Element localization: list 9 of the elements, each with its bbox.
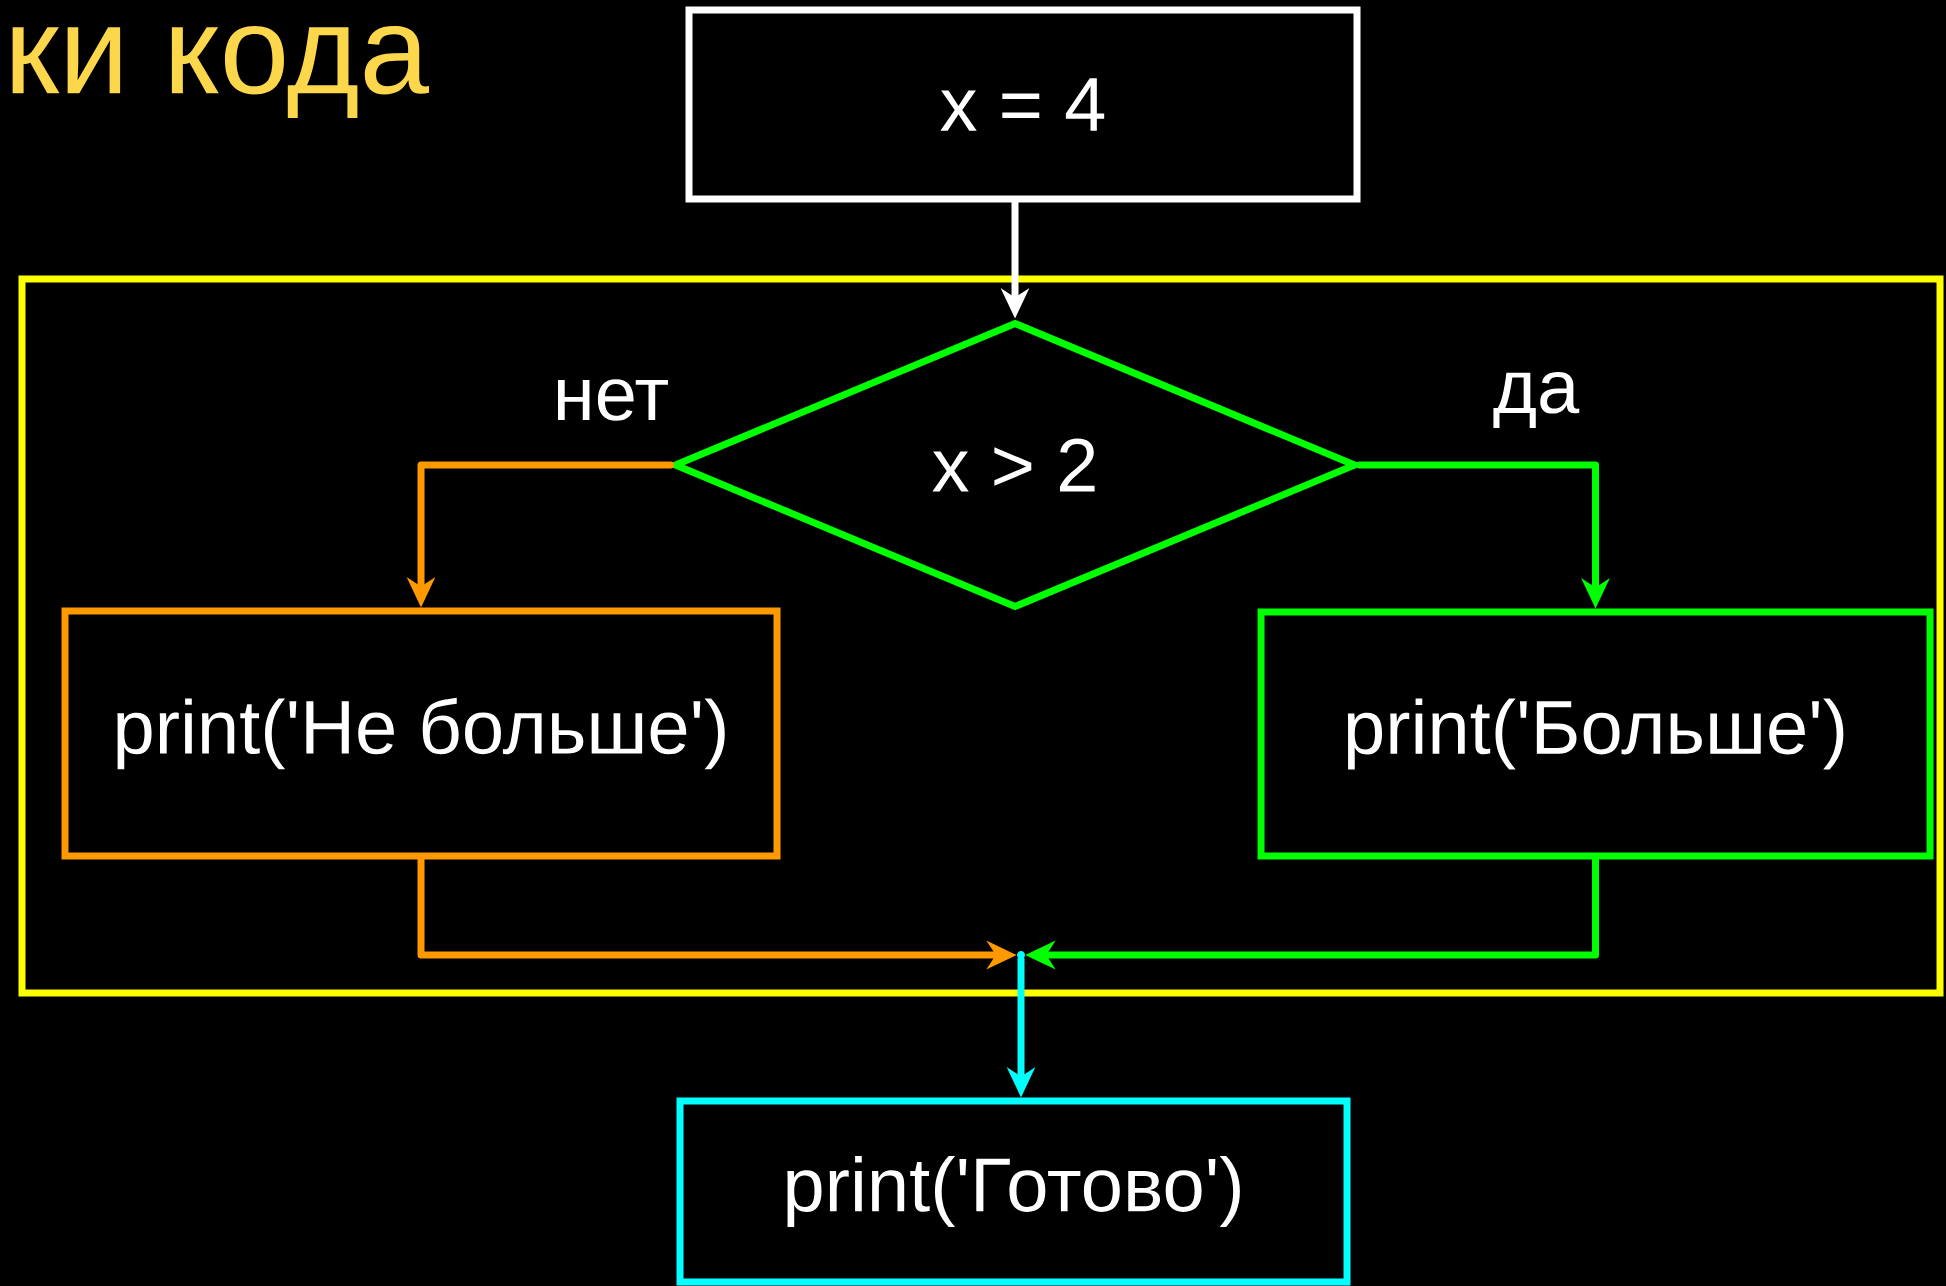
title: ки кода: [12, 25, 429, 119]
process-box: x = 4: [685, 6, 1361, 203]
process-box: print('Больше'): [1257, 608, 1934, 860]
edge-label: нет: [549, 376, 673, 424]
process-box: print('Не больше'): [61, 607, 781, 860]
junction-point: [1017, 951, 1025, 959]
edge-label: да: [1489, 369, 1583, 432]
loop-frame: [18, 275, 1944, 997]
process-box: print('Готово'): [676, 1097, 1351, 1286]
